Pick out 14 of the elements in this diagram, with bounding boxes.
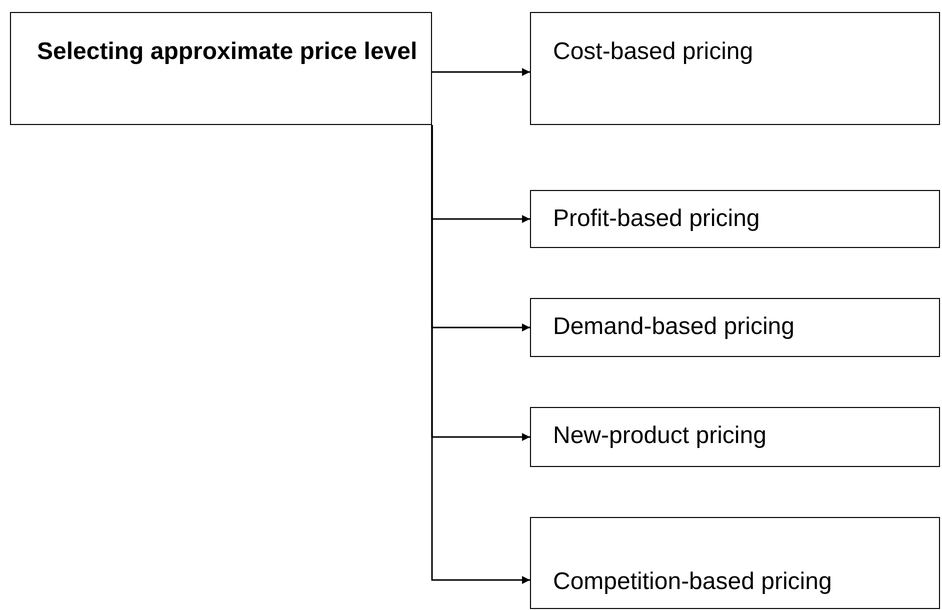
box-label: New-product pricing [553,421,768,451]
root-box [10,12,432,125]
process-box [530,12,940,125]
box-label: Competition-based pricing [553,567,833,597]
box-label: Demand-based pricing [553,312,796,342]
process-box [530,190,940,248]
box-label: Selecting approximate price level [37,37,418,67]
box-label: Cost-based pricing [553,37,754,67]
process-box [530,407,940,467]
box-label: Profit-based pricing [553,204,761,234]
arrow [431,125,530,584]
process-box [530,298,940,357]
process-box [530,517,940,609]
arrow [432,68,530,76]
